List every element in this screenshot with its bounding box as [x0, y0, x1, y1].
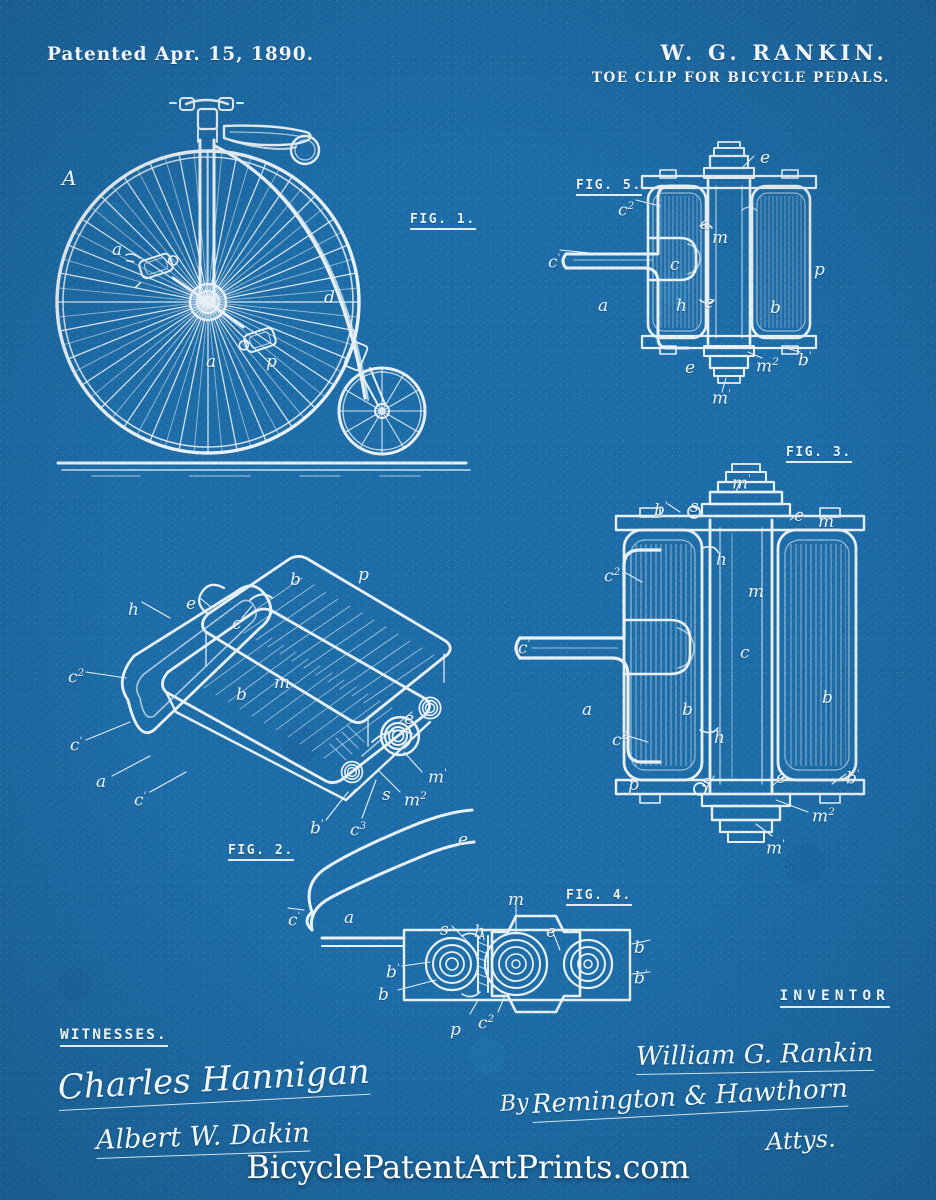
ref-label-fig3-20: m' — [766, 838, 786, 859]
ref-label-fig5-10: b — [770, 298, 781, 318]
ref-label-fig2-0: b — [290, 570, 301, 590]
ref-label-fig4-9: b — [378, 985, 389, 1005]
figure-caption-fig5: FIG. 5. — [576, 178, 642, 196]
ref-label-fig4-4: s — [440, 920, 449, 940]
figure-caption-fig1: FIG. 1. — [410, 212, 476, 230]
ref-label-fig2-14: s — [382, 785, 391, 805]
witnesses-label: WITNESSES. — [60, 1027, 168, 1047]
ref-label-fig3-12: b — [682, 700, 693, 720]
fig3-pedal-front-elevation — [514, 463, 866, 843]
ref-label-fig5-12: m2 — [756, 356, 779, 377]
ref-label-fig5-5: p — [814, 260, 825, 280]
ref-label-fig4-1: m — [508, 890, 525, 910]
ref-label-fig3-8: c' — [518, 638, 531, 659]
ref-label-fig3-17: e — [776, 768, 787, 788]
ref-label-fig1-4: p — [266, 352, 277, 372]
ref-label-fig2-7: m — [274, 673, 291, 693]
inventor-label: INVENTOR — [779, 988, 890, 1008]
ref-label-fig4-12: c2 — [478, 1013, 495, 1034]
ref-label-fig1-2: d — [324, 288, 335, 308]
inventor-name-header: W. G. RANKIN. — [660, 40, 888, 65]
ref-label-fig3-18: b' — [846, 768, 860, 789]
ref-label-fig4-10: b' — [634, 968, 648, 989]
ref-label-fig2-3: e — [186, 594, 197, 614]
ref-label-fig4-6: e — [546, 922, 557, 942]
ref-label-fig4-5: h — [474, 922, 485, 942]
invention-title: TOE CLIP FOR BICYCLE PEDALS. — [591, 70, 890, 86]
ref-label-fig1-0: A — [62, 166, 77, 190]
ref-label-fig5-13: b' — [798, 350, 812, 371]
ref-label-fig1-1: a — [112, 240, 123, 260]
ref-label-fig2-2: h — [128, 600, 139, 620]
ref-label-fig2-9: c' — [70, 735, 83, 756]
ref-label-fig3-2: s — [690, 497, 699, 517]
ref-label-fig3-9: c — [740, 643, 750, 663]
inventor-signature: William G. Rankin — [635, 1037, 874, 1075]
ref-label-fig5-3: m — [712, 228, 729, 248]
ref-label-fig3-3: e — [794, 506, 805, 526]
ref-label-fig5-8: h — [676, 296, 687, 316]
ref-label-fig3-10: b — [822, 688, 833, 708]
ref-label-fig4-2: c' — [288, 910, 301, 931]
ref-label-fig4-11: p — [450, 1020, 461, 1040]
ref-label-fig4-7: b — [634, 938, 645, 958]
ref-label-fig3-13: h — [714, 728, 725, 748]
ref-label-fig5-11: e — [685, 358, 696, 378]
fig2-pedal-perspective — [85, 555, 452, 821]
ref-label-fig5-6: c — [670, 255, 680, 275]
ref-label-fig4-0: e — [458, 830, 469, 850]
ref-label-fig2-1: p — [358, 565, 369, 585]
ref-label-fig4-3: a — [344, 908, 355, 928]
ref-label-fig5-14: m' — [712, 388, 732, 409]
ref-label-fig3-5: c2 — [604, 566, 621, 587]
fig4-pedal-plan-view — [287, 808, 651, 1015]
patent-date: Patented Apr. 15, 1890. — [47, 44, 315, 65]
ref-label-fig3-11: a — [582, 700, 593, 720]
ref-label-fig5-4: c' — [548, 252, 561, 273]
attorney-by: By — [499, 1090, 530, 1117]
ref-label-fig5-2: a — [700, 214, 711, 234]
ref-label-fig5-0: e — [760, 148, 771, 168]
ref-label-fig3-19: m2 — [812, 806, 835, 827]
ref-label-fig2-8: e — [404, 709, 415, 729]
ref-label-fig3-15: p — [628, 775, 639, 795]
ref-label-fig2-5: c2 — [68, 667, 85, 688]
watermark: BicyclePatentArtPrints.com — [246, 1148, 690, 1186]
ref-label-fig3-1: b' — [654, 500, 668, 521]
ref-label-fig4-8: b' — [386, 962, 400, 983]
ref-label-fig2-15: b' — [310, 818, 324, 839]
ref-label-fig5-1: c2 — [618, 200, 635, 221]
ref-label-fig3-0: m' — [732, 473, 752, 494]
ref-label-fig2-6: b — [236, 685, 247, 705]
figure-caption-fig2: FIG. 2. — [228, 843, 294, 861]
ref-label-fig3-14: c2 — [612, 730, 629, 751]
ref-label-fig5-9: e — [704, 293, 715, 313]
ref-label-fig2-4: c — [232, 614, 242, 634]
ref-label-fig2-13: m2 — [404, 790, 427, 811]
ref-label-fig2-12: c' — [134, 790, 147, 811]
ref-label-fig3-7: m — [748, 582, 765, 602]
ref-label-fig2-10: a — [96, 772, 107, 792]
ref-label-fig1-3: a — [206, 352, 217, 372]
ref-label-fig3-6: h — [716, 550, 727, 570]
fig5-pedal-end-elevation — [559, 141, 818, 393]
ref-label-fig3-4: m — [818, 512, 835, 532]
figure-caption-fig3: FIG. 3. — [786, 445, 852, 463]
ref-label-fig2-16: c3 — [350, 820, 367, 841]
fig1-bicycle — [55, 97, 471, 477]
ref-label-fig2-11: m' — [428, 767, 448, 788]
ref-label-fig3-16: s — [702, 772, 711, 792]
figure-caption-fig4: FIG. 4. — [566, 888, 632, 906]
ref-label-fig5-7: a — [598, 296, 609, 316]
